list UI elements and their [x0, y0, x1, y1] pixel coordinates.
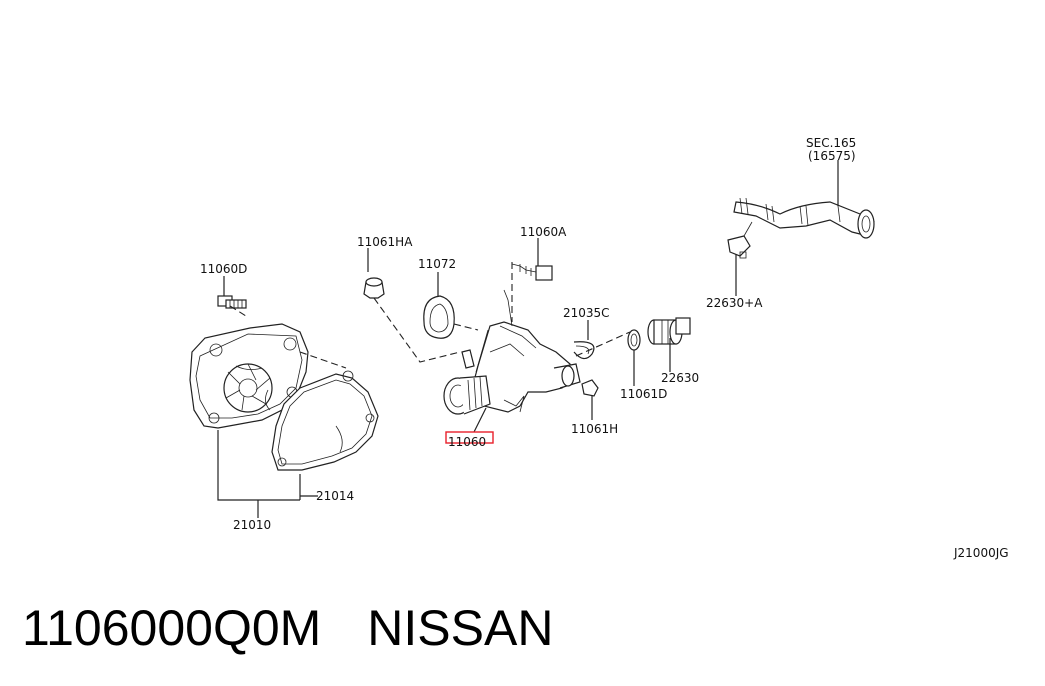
label-11060A: 11060A [520, 225, 567, 239]
part-number: 1106000Q0M [22, 600, 322, 656]
hose-sec165-drawing [733, 197, 875, 239]
label-11072: 11072 [418, 257, 456, 271]
sensor-22630A-drawing [727, 235, 751, 259]
o-ring-11072-drawing [423, 295, 455, 339]
label-diagram-code: J21000JG [953, 546, 1009, 560]
part-caption: 1106000Q0M NISSAN [22, 596, 553, 660]
highlight-box-11060 [445, 431, 494, 444]
gasket-drawing [271, 370, 379, 471]
label-21035C: 21035C [563, 306, 610, 320]
cap-11061H-drawing [581, 379, 599, 397]
label-11060: 11060 [448, 435, 486, 449]
label-11061H: 11061H [571, 422, 618, 436]
clip-21035C-drawing [573, 341, 595, 360]
label-22630A: 22630+A [706, 296, 763, 310]
water-pump-drawing [189, 323, 309, 429]
parts-diagram: SEC.165 (16575) 11060D 11061HA 11060A 11… [189, 136, 1009, 560]
bolt-11060A-drawing [511, 263, 553, 281]
seal-11061D-drawing [627, 329, 641, 351]
label-11060D: 11060D [200, 262, 247, 276]
leader-lines [217, 160, 839, 518]
label-21014: 21014 [316, 489, 354, 503]
label-sec165: SEC.165 [806, 136, 856, 150]
water-outlet-11060-drawing [443, 289, 581, 415]
label-21010: 21010 [233, 518, 271, 532]
label-sec165-ref: (16575) [808, 149, 856, 163]
label-11061HA: 11061HA [357, 235, 413, 249]
brand-name: NISSAN [367, 600, 554, 656]
bolt-11060D-drawing [217, 295, 247, 309]
label-22630: 22630 [661, 371, 699, 385]
label-11061D: 11061D [620, 387, 667, 401]
cap-11061HA-drawing [363, 277, 385, 299]
sensor-22630-drawing [647, 317, 691, 345]
